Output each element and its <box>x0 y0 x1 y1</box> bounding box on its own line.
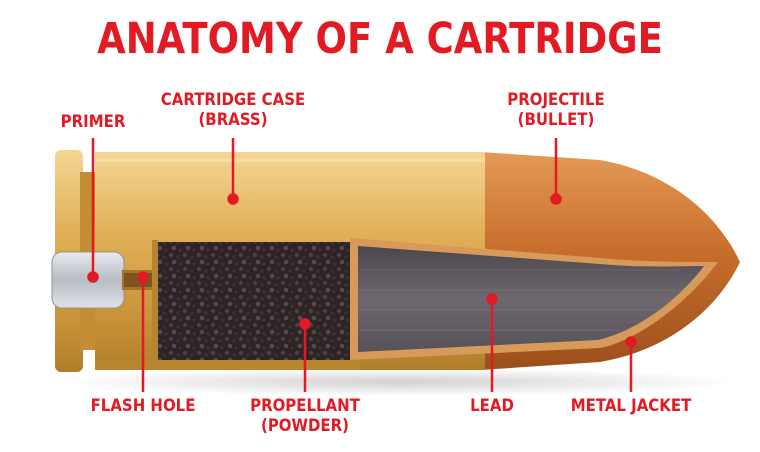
metal-jacket-label: METAL JACKET <box>570 396 692 416</box>
lead-core <box>358 246 704 352</box>
cartridge-case-label: CARTRIDGE CASE (BRASS) <box>160 90 306 130</box>
propellant-label: PROPELLANT (POWDER) <box>250 396 360 436</box>
page-title: ANATOMY OF A CARTRIDGE <box>97 14 663 64</box>
primer <box>51 251 125 309</box>
projectile-label: PROJECTILE (BULLET) <box>507 90 605 130</box>
lead-label: LEAD <box>470 396 514 416</box>
primer-label: PRIMER <box>60 112 126 132</box>
flash-hole-label: FLASH HOLE <box>90 396 196 416</box>
